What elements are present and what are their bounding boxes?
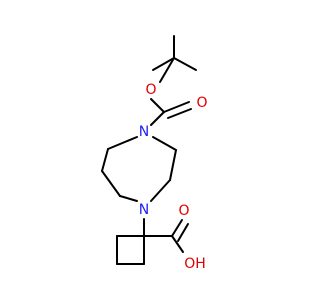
bond-o-ester-to-carbonyl-c	[150, 98, 165, 113]
atom-o-ester: O	[145, 82, 156, 98]
atom-n-bottom: N	[139, 202, 149, 218]
atom-o-carbonyl: O	[196, 95, 207, 111]
bond-tbu-methyl-right	[173, 57, 197, 71]
bond-ring-right-lower	[150, 179, 171, 202]
bond-ring-right	[169, 149, 177, 181]
bond-carbonyl-c-to-n-top	[150, 111, 165, 126]
bond-tbu-to-o-ester	[159, 57, 175, 83]
atom-o-acid: O	[178, 203, 189, 219]
bond-acid-c-to-oh	[171, 235, 184, 253]
bond-tbu-methyl-left	[152, 57, 175, 71]
bond-acid-c-to-o-double-2	[177, 223, 189, 242]
bond-ring-n-top-left	[107, 136, 138, 150]
bond-ring-left-upper	[101, 148, 109, 172]
atom-oh-acid: OH	[184, 256, 206, 272]
bond-ring-bottom-left	[119, 195, 138, 202]
bond-ring-left-lower	[101, 170, 121, 197]
bond-acid-c-to-o-double-1	[171, 219, 183, 237]
atom-n-top: N	[139, 124, 149, 140]
bond-carbonyl-double-1	[163, 101, 190, 113]
molecule-structure-diagram: O O N N O OH	[101, 35, 208, 272]
bond-ring-n-top-right	[152, 136, 177, 151]
molecule-svg: O O N N O OH	[101, 35, 208, 272]
bond-carbonyl-double-2	[167, 108, 192, 119]
